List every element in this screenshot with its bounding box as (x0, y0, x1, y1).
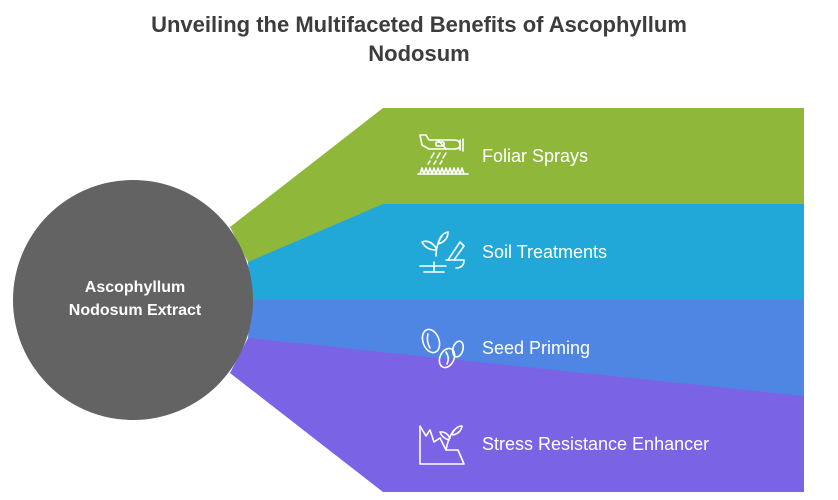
branch-label-soil-treatments: Soil Treatments (482, 242, 608, 262)
center-label-line-2: Nodosum Extract (68, 302, 202, 319)
branch-label-stress-resistance-enhancer: Stress Resistance Enhancer (482, 434, 710, 454)
center-label-line-1: Ascophyllum (84, 279, 186, 296)
title-line-1: Unveiling the Multifaceted Benefits of A… (151, 12, 687, 37)
band-stress-resistance (230, 338, 804, 492)
band-soil-treatments (248, 204, 804, 300)
branch-label-seed-priming: Seed Priming (482, 338, 591, 358)
plant-on-rock-icon (419, 425, 465, 465)
seeds-icon (421, 328, 465, 369)
title-line-2: Nodosum (368, 41, 470, 66)
branch-label-foliar-sprays: Foliar Sprays (482, 146, 589, 166)
center-label: Ascophyllum Nodosum Extract (40, 276, 230, 322)
crop-duster-plane-icon (417, 134, 469, 175)
sprout-soil-icon (419, 231, 465, 273)
diagram-title: Unveiling the Multifaceted Benefits of A… (69, 10, 769, 68)
center-circle (13, 180, 253, 420)
